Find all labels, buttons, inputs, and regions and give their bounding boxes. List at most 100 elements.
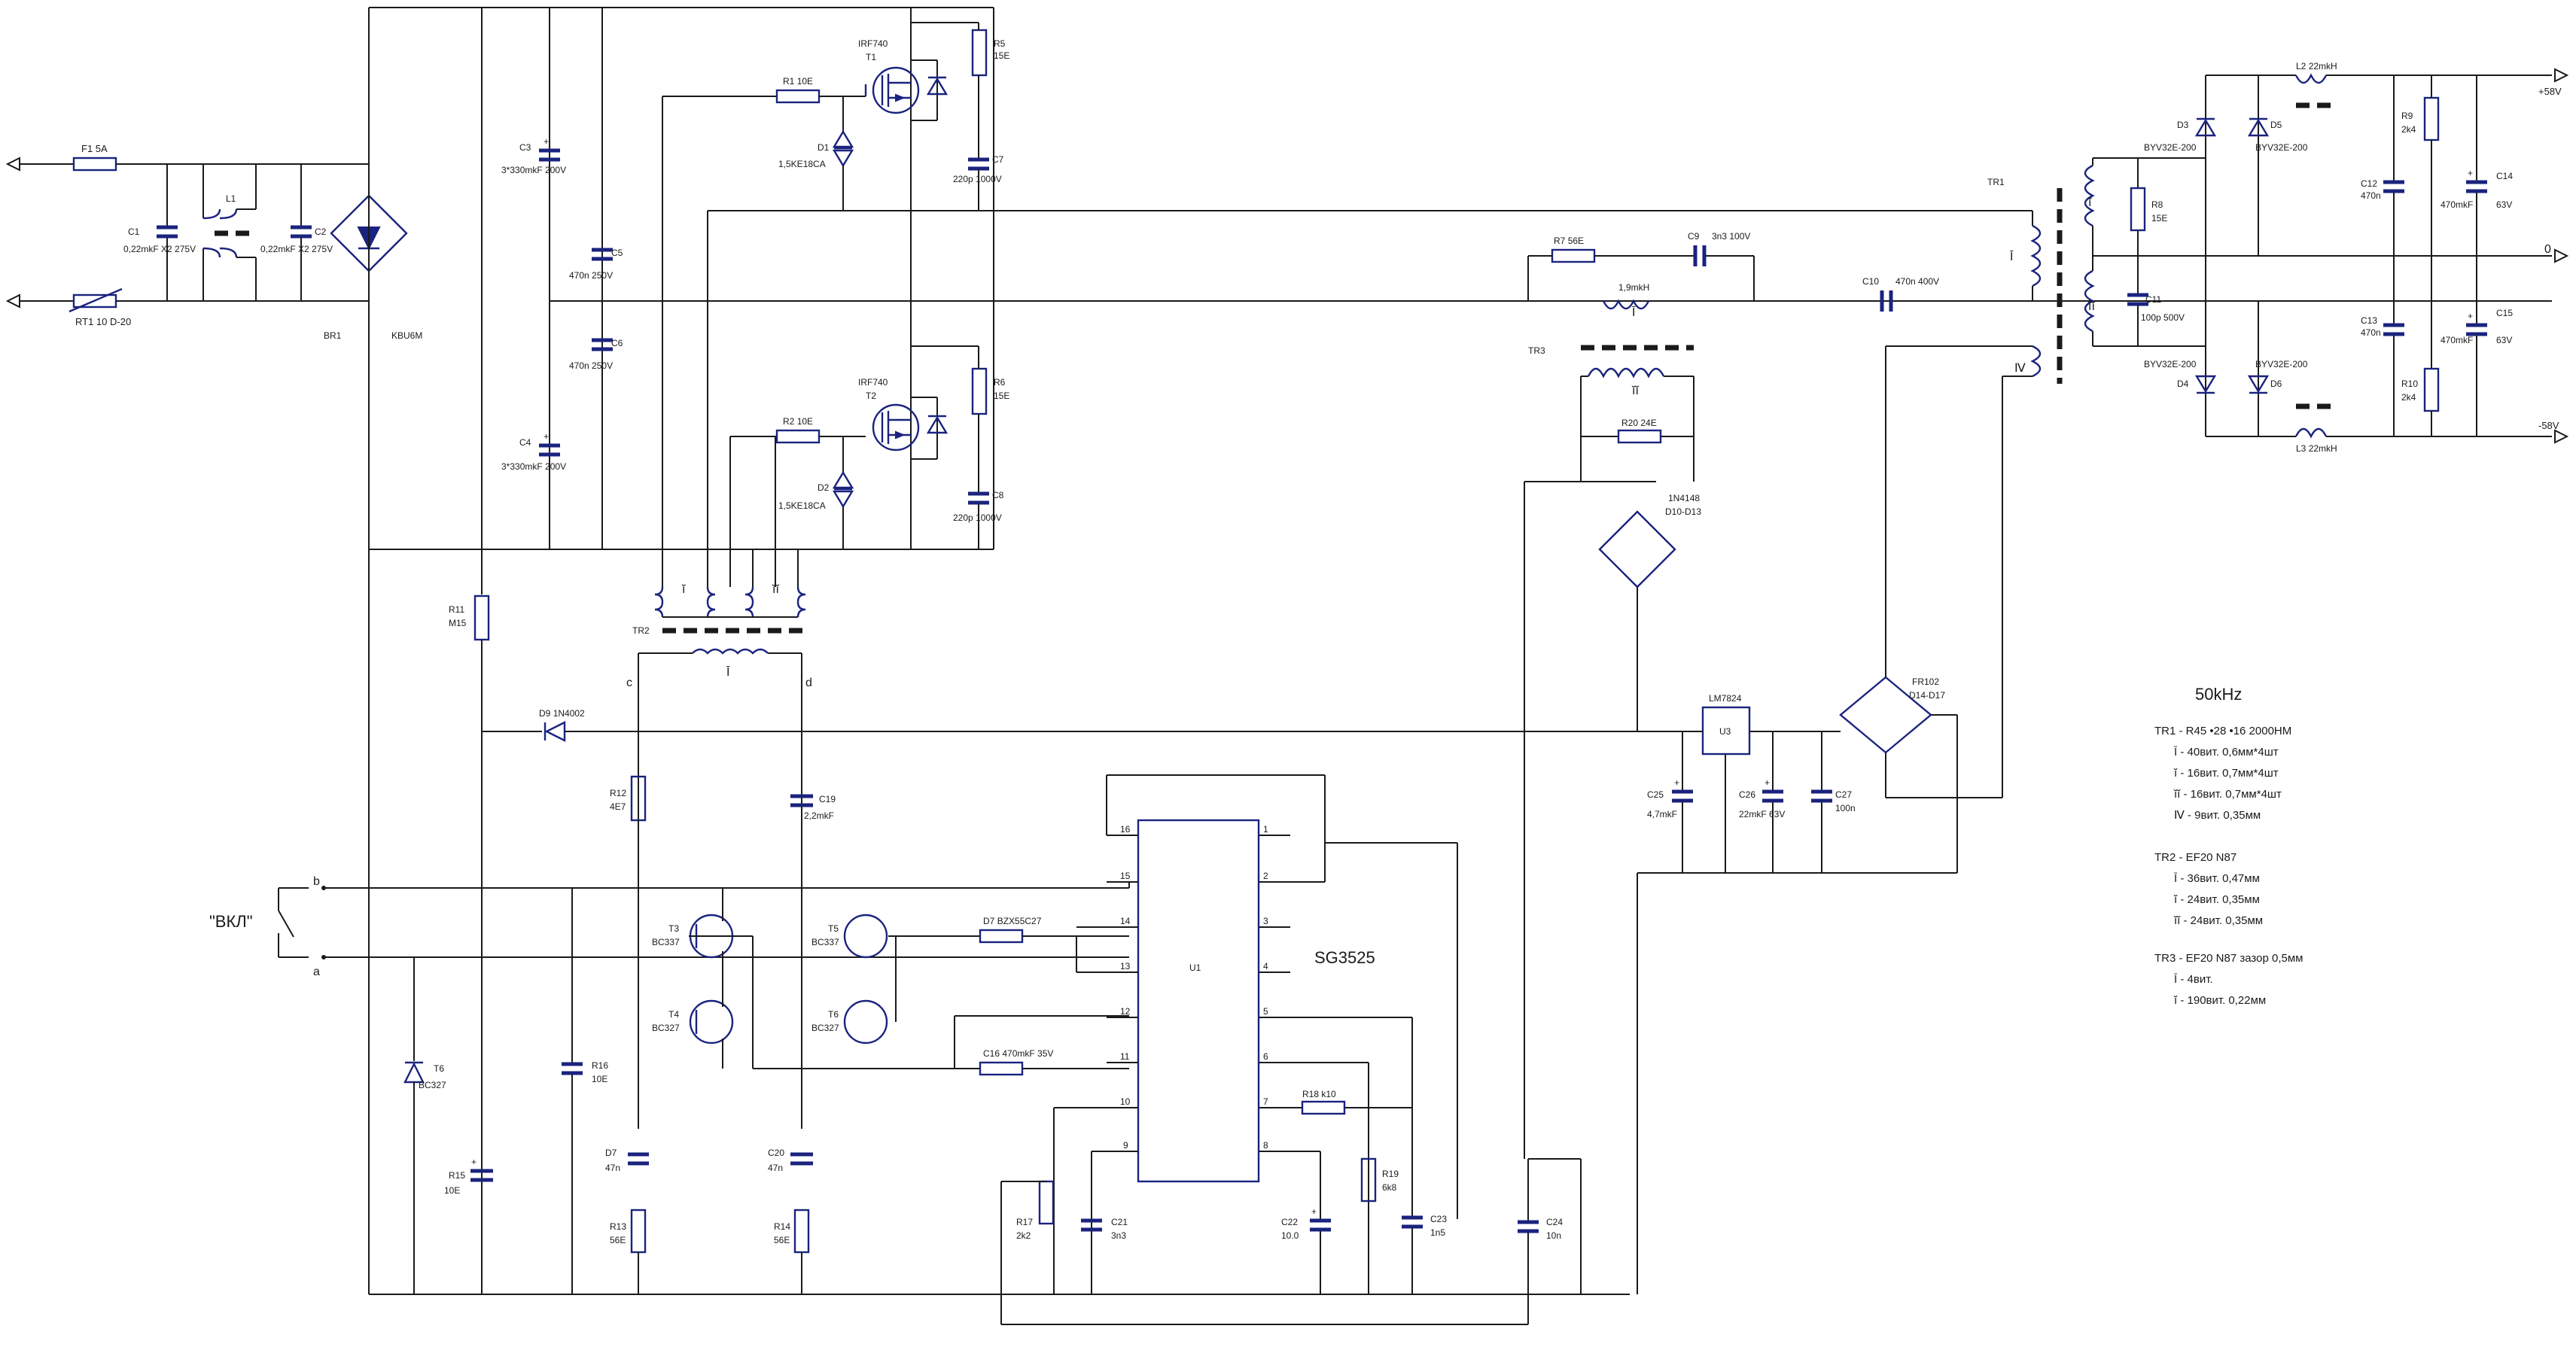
resistor-r13: [630, 1209, 647, 1254]
c9-ref: C9: [1688, 231, 1700, 242]
output-zero-label: 0: [2544, 243, 2551, 256]
rt1-label: RT1 10 D-20: [75, 316, 131, 327]
r17-ref: R17: [1016, 1217, 1033, 1227]
aux-supply: R11 M15 D9 1N4002 R12 4E7 C19 2,2mkF b a…: [209, 594, 1690, 1294]
r14-ref: R14: [774, 1221, 790, 1232]
c11-ref: C11: [2145, 294, 2161, 305]
t5-ref: T5: [828, 923, 839, 934]
c5-value: 470n 250V: [569, 270, 613, 281]
mosfet-t1-icon: [872, 66, 920, 114]
resistor-r14: [793, 1209, 810, 1254]
c2-ref: C2: [315, 227, 327, 237]
r5-value: 15E: [994, 50, 1009, 61]
r2-label: R2 10E: [783, 416, 813, 427]
c27-ref: C27: [1835, 789, 1852, 800]
c24-ref: C24: [1546, 1217, 1563, 1227]
r13-value: 56E: [610, 1235, 626, 1245]
c15-value: 470mkF: [2441, 335, 2473, 345]
tr1-line-1: Ī - 40вит. 0,6мм*4шт: [2174, 746, 2279, 759]
c15-ref: C15: [2496, 308, 2513, 318]
d2-value: 1,5KE18CA: [778, 500, 826, 511]
resistor-r8: [2130, 187, 2146, 232]
pin-2: 2: [1263, 871, 1268, 881]
r12-value: 4E7: [610, 801, 626, 812]
c18-ref: D7: [605, 1148, 617, 1158]
r16-label: C16 470mkF 35V: [983, 1048, 1053, 1059]
aux-regulator: LM7824 U3 + C25 4,7mkF + C26 22mkF 63V C…: [1637, 345, 2003, 1294]
d4-ref: D4: [2177, 379, 2189, 389]
tr1-w3-label: ĭĭ: [2087, 300, 2095, 313]
d1-value: 1,5KE18CA: [778, 159, 826, 169]
transistor-t5-icon: [843, 914, 888, 959]
frequency-label: 50kHz: [2195, 685, 2242, 704]
c20-ref: C20: [768, 1148, 784, 1158]
tr3-w1-label: Ī: [1632, 306, 1636, 319]
d5-ref: D5: [2270, 120, 2282, 130]
bridge-d14-d17-icon: [1839, 676, 1932, 754]
svg-text:+: +: [544, 431, 549, 442]
c8-ref: C8: [992, 490, 1004, 500]
c16-ref: R15: [449, 1170, 465, 1181]
c7-value: 220p 1000V: [953, 174, 1002, 184]
pin-16: 16: [1120, 824, 1131, 835]
d10-part: 1N4148: [1668, 493, 1700, 503]
tr1-line-4: Ⅳ - 9вит. 0,35мм: [2174, 809, 2261, 822]
t5-part: BC337: [811, 937, 839, 947]
c12-value: 470n: [2361, 190, 2381, 201]
resistor-r17: [1038, 1180, 1055, 1225]
c17-ref: R16: [592, 1060, 608, 1071]
c13-ref: C13: [2361, 315, 2377, 326]
c2-value: 0,22mkF X2 275V: [260, 244, 333, 254]
hv-rails: [368, 7, 1630, 1295]
output-rectifier: D3 BYV32E-200 D5 BYV32E-200 D4 BYV32E-20…: [2144, 61, 2569, 454]
tr2-spec: TR2 - EF20 N87: [2154, 851, 2236, 864]
c4-value: 3*330mkF 200V: [501, 461, 566, 472]
tr3-line-1: Ī - 4вит.: [2174, 973, 2213, 986]
tr3-inductance: 1,9mkH: [1618, 282, 1649, 293]
c25-ref: C25: [1647, 789, 1664, 800]
tr2-line-2: ĭ - 24вит. 0,35мм: [2173, 893, 2260, 906]
transistor-t6-icon: [843, 999, 888, 1044]
d4-value: BYV32E-200: [2144, 359, 2197, 369]
r19-value: 6k8: [1382, 1182, 1397, 1193]
input-terminal-l-icon: [5, 157, 20, 172]
tr1-w2-label: ĭ: [2087, 196, 2092, 209]
tr3-ref: TR3: [1528, 345, 1545, 356]
mosfet-t2-icon: [872, 403, 920, 452]
r6-ref: R6: [994, 377, 1006, 388]
c12-ref: C12: [2361, 178, 2377, 189]
t1-ref: T1: [866, 52, 876, 62]
ic-part: SG3525: [1314, 948, 1375, 967]
c6-ref: C6: [611, 338, 623, 348]
output-pos-terminal-icon: [2554, 68, 2569, 83]
r10-ref: R10: [2401, 379, 2418, 389]
r9-value: 2k4: [2401, 124, 2416, 135]
d14-part: FR102: [1912, 677, 1939, 687]
resistor-r11: [473, 594, 490, 641]
d7-ref: T6: [434, 1063, 444, 1074]
power-switch-icon[interactable]: [278, 910, 294, 938]
resistor-r15: [979, 929, 1024, 944]
c22-ref: C22: [1281, 1217, 1298, 1227]
c14-voltage: 63V: [2496, 199, 2512, 210]
tr1-ref: TR1: [1987, 177, 2005, 187]
c7-ref: C7: [992, 154, 1004, 165]
d6-value: BYV32E-200: [2255, 359, 2308, 369]
tr2-line-1: Ī - 36вит. 0,47мм: [2174, 872, 2260, 885]
c11-value: 100p 500V: [2141, 312, 2185, 323]
r5-ref: R5: [994, 38, 1006, 49]
tr2-transformer: ĭ ĭĭ TR2 Ī c d: [626, 549, 812, 888]
r9-ref: R9: [2401, 111, 2413, 121]
c26-value: 22mkF 63V: [1739, 809, 1785, 819]
tr1-transformer: Ī TR1 Ⅳ ĭ ĭĭ R8 15E C11 100p 500V C10 47…: [1862, 157, 2552, 384]
tr1-line-3: ĭĭ - 16вит. 0,7мм*4шт: [2173, 788, 2282, 801]
c16-value: 10E: [444, 1185, 460, 1196]
r11-value: M15: [449, 618, 467, 628]
t3-ref: T3: [668, 923, 679, 934]
svg-text:+: +: [1765, 777, 1770, 788]
winding-notes: 50kHz TR1 - R45 •28 •16 2000HM Ī - 40вит…: [2154, 685, 2303, 1007]
r7-label: R7 56E: [1554, 236, 1584, 246]
pin-12: 12: [1120, 1006, 1131, 1017]
output-neg-label: -58V: [2538, 420, 2559, 431]
